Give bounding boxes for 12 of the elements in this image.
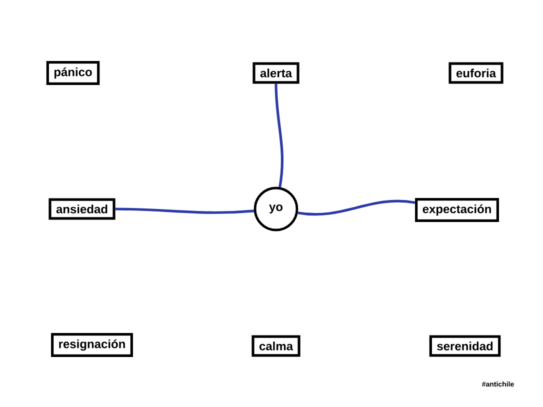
- emotion-box: serenidad: [429, 335, 501, 357]
- emotion-box: euforia: [448, 62, 504, 84]
- connector-line: [115, 208, 254, 214]
- emotion-box: expectación: [415, 198, 499, 222]
- connector-line: [274, 84, 284, 188]
- emotion-box: pánico: [46, 61, 100, 85]
- circle-node: yo: [254, 186, 298, 232]
- emotion-box: ansiedad: [48, 198, 116, 220]
- connector-line: [298, 200, 416, 216]
- emotion-box: resignación: [51, 333, 133, 357]
- emotion-box: alerta: [252, 62, 300, 84]
- emotion-box: calma: [252, 335, 300, 357]
